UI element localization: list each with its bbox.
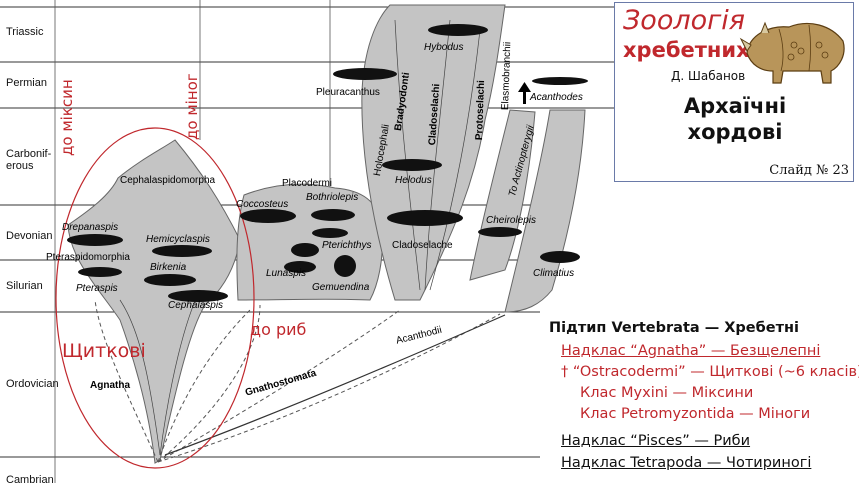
class-subphylum: Підтип Vertebrata — Хребетні	[549, 320, 799, 336]
label-pterichthys: Pterichthys	[322, 240, 372, 251]
label-protoselachi: Protoselachi	[474, 80, 488, 141]
label-pleuracanthus: Pleuracanthus	[316, 87, 380, 98]
period-devonian: Devonian	[6, 230, 53, 242]
period-cambrian: Cambrian	[6, 474, 54, 486]
label-lunaspis: Lunaspis	[266, 268, 307, 279]
author-name: Д. Шабанов	[671, 69, 746, 83]
class-pisces: Надклас “Pisces” — Риби	[561, 433, 751, 449]
label-climatius: Climatius	[533, 268, 575, 279]
label-drepanaspis: Drepanaspis	[62, 222, 119, 233]
period-triassic: Triassic	[6, 26, 44, 38]
elasmobranch-clade-shape	[361, 4, 506, 301]
topic-title-line1: Архаїчні	[683, 94, 787, 118]
label-hemicyclaspis: Hemicyclaspis	[146, 234, 210, 245]
acanthodii-clade-shape	[504, 109, 586, 313]
title-box: Зоологія хребетних Д. Шабанов Архаїчні х…	[614, 2, 854, 182]
ostracoderm-highlight-ellipse	[55, 127, 255, 469]
class-ostracodermi: † “Ostracodermi” — Щиткові (~6 класів)	[561, 364, 859, 380]
class-tetrapoda: Надклас Tetrapoda — Чотириногі	[561, 455, 812, 471]
label-coccosteus: Coccosteus	[236, 199, 289, 210]
agnatha-clade-shape	[67, 139, 241, 464]
period-carboniferous-1: Carbonif-	[6, 148, 52, 160]
class-agnatha: Надклас “Agnatha” — Безщелепні	[561, 343, 821, 359]
topic-title-line2: хордові	[687, 120, 783, 144]
class-petromyzontida: Клас Petromyzontida — Міноги	[580, 406, 811, 422]
annotation-do-miksyn: до міксин	[58, 79, 76, 156]
label-cladoselache: Cladoselache	[392, 240, 453, 251]
annotation-do-minoh: до міног	[183, 73, 201, 140]
label-helodus: Helodus	[395, 175, 432, 186]
rhinoceros-illustration	[739, 21, 845, 84]
label-hybodus: Hybodus	[424, 42, 464, 53]
slide-number: Слайд № 23	[769, 163, 849, 178]
label-gemuendina: Gemuendina	[312, 282, 370, 293]
label-cheirolepis: Cheirolepis	[486, 215, 537, 226]
course-title-line2: хребетних	[623, 38, 750, 62]
period-ordovician: Ordovician	[6, 378, 59, 390]
label-cephalaspis: Cephalaspis	[168, 300, 224, 311]
period-permian: Permian	[6, 77, 47, 89]
class-myxini: Клас Myxini — Міксини	[580, 385, 754, 401]
label-pteraspidomorphia: Pteraspidomorphia	[46, 252, 130, 263]
label-pteraspis: Pteraspis	[76, 283, 118, 294]
label-bothriolepis: Bothriolepis	[306, 192, 359, 203]
label-placodermi: Placodermi	[282, 178, 333, 189]
label-acanthodes: Acanthodes	[530, 92, 583, 103]
annotation-do-ryb: до риб	[250, 320, 307, 339]
label-cephalaspidomorpha: Cephalaspidomorpha	[120, 175, 216, 186]
course-title-line1: Зоологія	[623, 5, 746, 36]
annotation-shchytkovi: Щиткові	[62, 340, 146, 362]
label-agnatha: Agnatha	[90, 380, 130, 391]
label-birkenia: Birkenia	[150, 262, 187, 273]
period-carboniferous-2: erous	[6, 160, 34, 172]
period-silurian: Silurian	[6, 280, 43, 292]
topic-title: Архаїчні хордові	[615, 93, 855, 145]
